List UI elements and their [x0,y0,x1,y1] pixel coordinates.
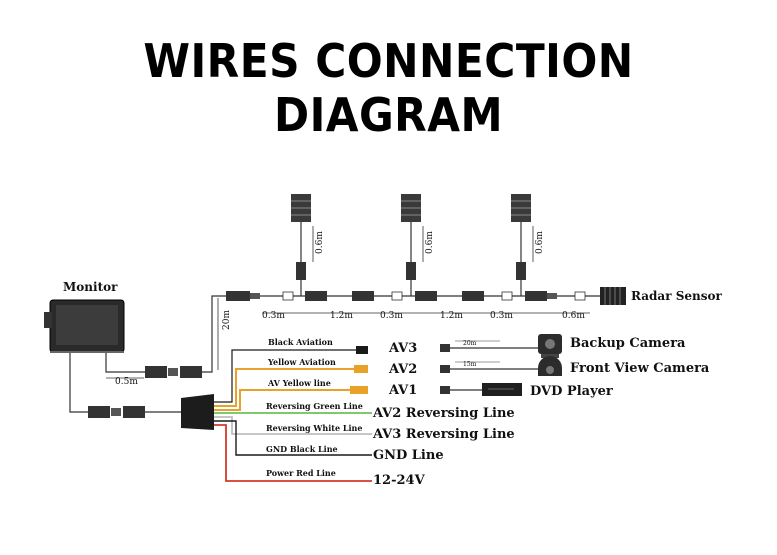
segment-length-3: 0.3m [380,311,403,321]
port-label-av1: AV1 [388,383,417,398]
port-label-power: 12-24V [373,473,426,488]
monitor-aviation-connector [145,366,202,378]
sensor-probe [291,194,314,296]
backup-camera-icon [538,334,562,358]
front-camera-icon [538,356,562,376]
monitor-label: Monitor [63,280,118,294]
segment-length-6: 0.6m [562,311,585,321]
radar-sensor-label: Radar Sensor [631,289,722,303]
harness-aviation-connector [88,406,145,418]
port-label-av2: AV2 [388,362,417,377]
wire-name-green: Reversing Green Line [266,401,363,411]
wire-name-red: Power Red Line [266,468,336,478]
device-label-dvd-player: DVD Player [530,384,613,399]
extension-length: 20m [222,310,232,330]
device-label-backup-camera: Backup Camera [570,336,686,351]
port-label-gnd: GND Line [373,448,444,463]
monitor-cable-length: 0.5m [115,377,138,387]
wire-name-av-yellow: AV Yellow line [267,378,331,388]
backup-camera-cable-length: 20m [463,340,477,347]
monitor-icon [44,299,125,353]
segment-length-5: 0.3m [490,311,513,321]
radar-sensor-module [600,287,626,305]
diagram-title: WIRES CONNECTION DIAGRAM [143,34,634,142]
sensor-cable-length-1: 0.6m [315,231,325,254]
sensor-cable-length-2: 0.6m [425,231,435,254]
front-camera-cable-length: 15m [463,361,477,368]
port-label-av3: AV3 [388,341,417,356]
radar-line-connectors [226,291,586,301]
port-label-av3-reversing: AV3 Reversing Line [372,427,515,442]
segment-length-2: 1.2m [330,311,353,321]
sensor-probe [511,194,534,296]
sensor-cable-length-3: 0.6m [535,231,545,254]
device-label-front-camera: Front View Camera [570,361,710,376]
port-label-av2-reversing: AV2 Reversing Line [372,406,515,421]
sensor-probe [401,194,424,296]
segment-length-1: 0.3m [262,311,285,321]
wire-name-black-aviation: Black Aviation [268,337,333,347]
harness-block [181,394,214,430]
wire-name-white: Reversing White Line [266,423,362,433]
wire-name-yellow-aviation: Yellow Aviation [267,357,336,367]
dvd-player-icon [482,383,522,396]
wire-name-gnd: GND Black Line [266,444,338,454]
segment-length-4: 1.2m [440,311,463,321]
